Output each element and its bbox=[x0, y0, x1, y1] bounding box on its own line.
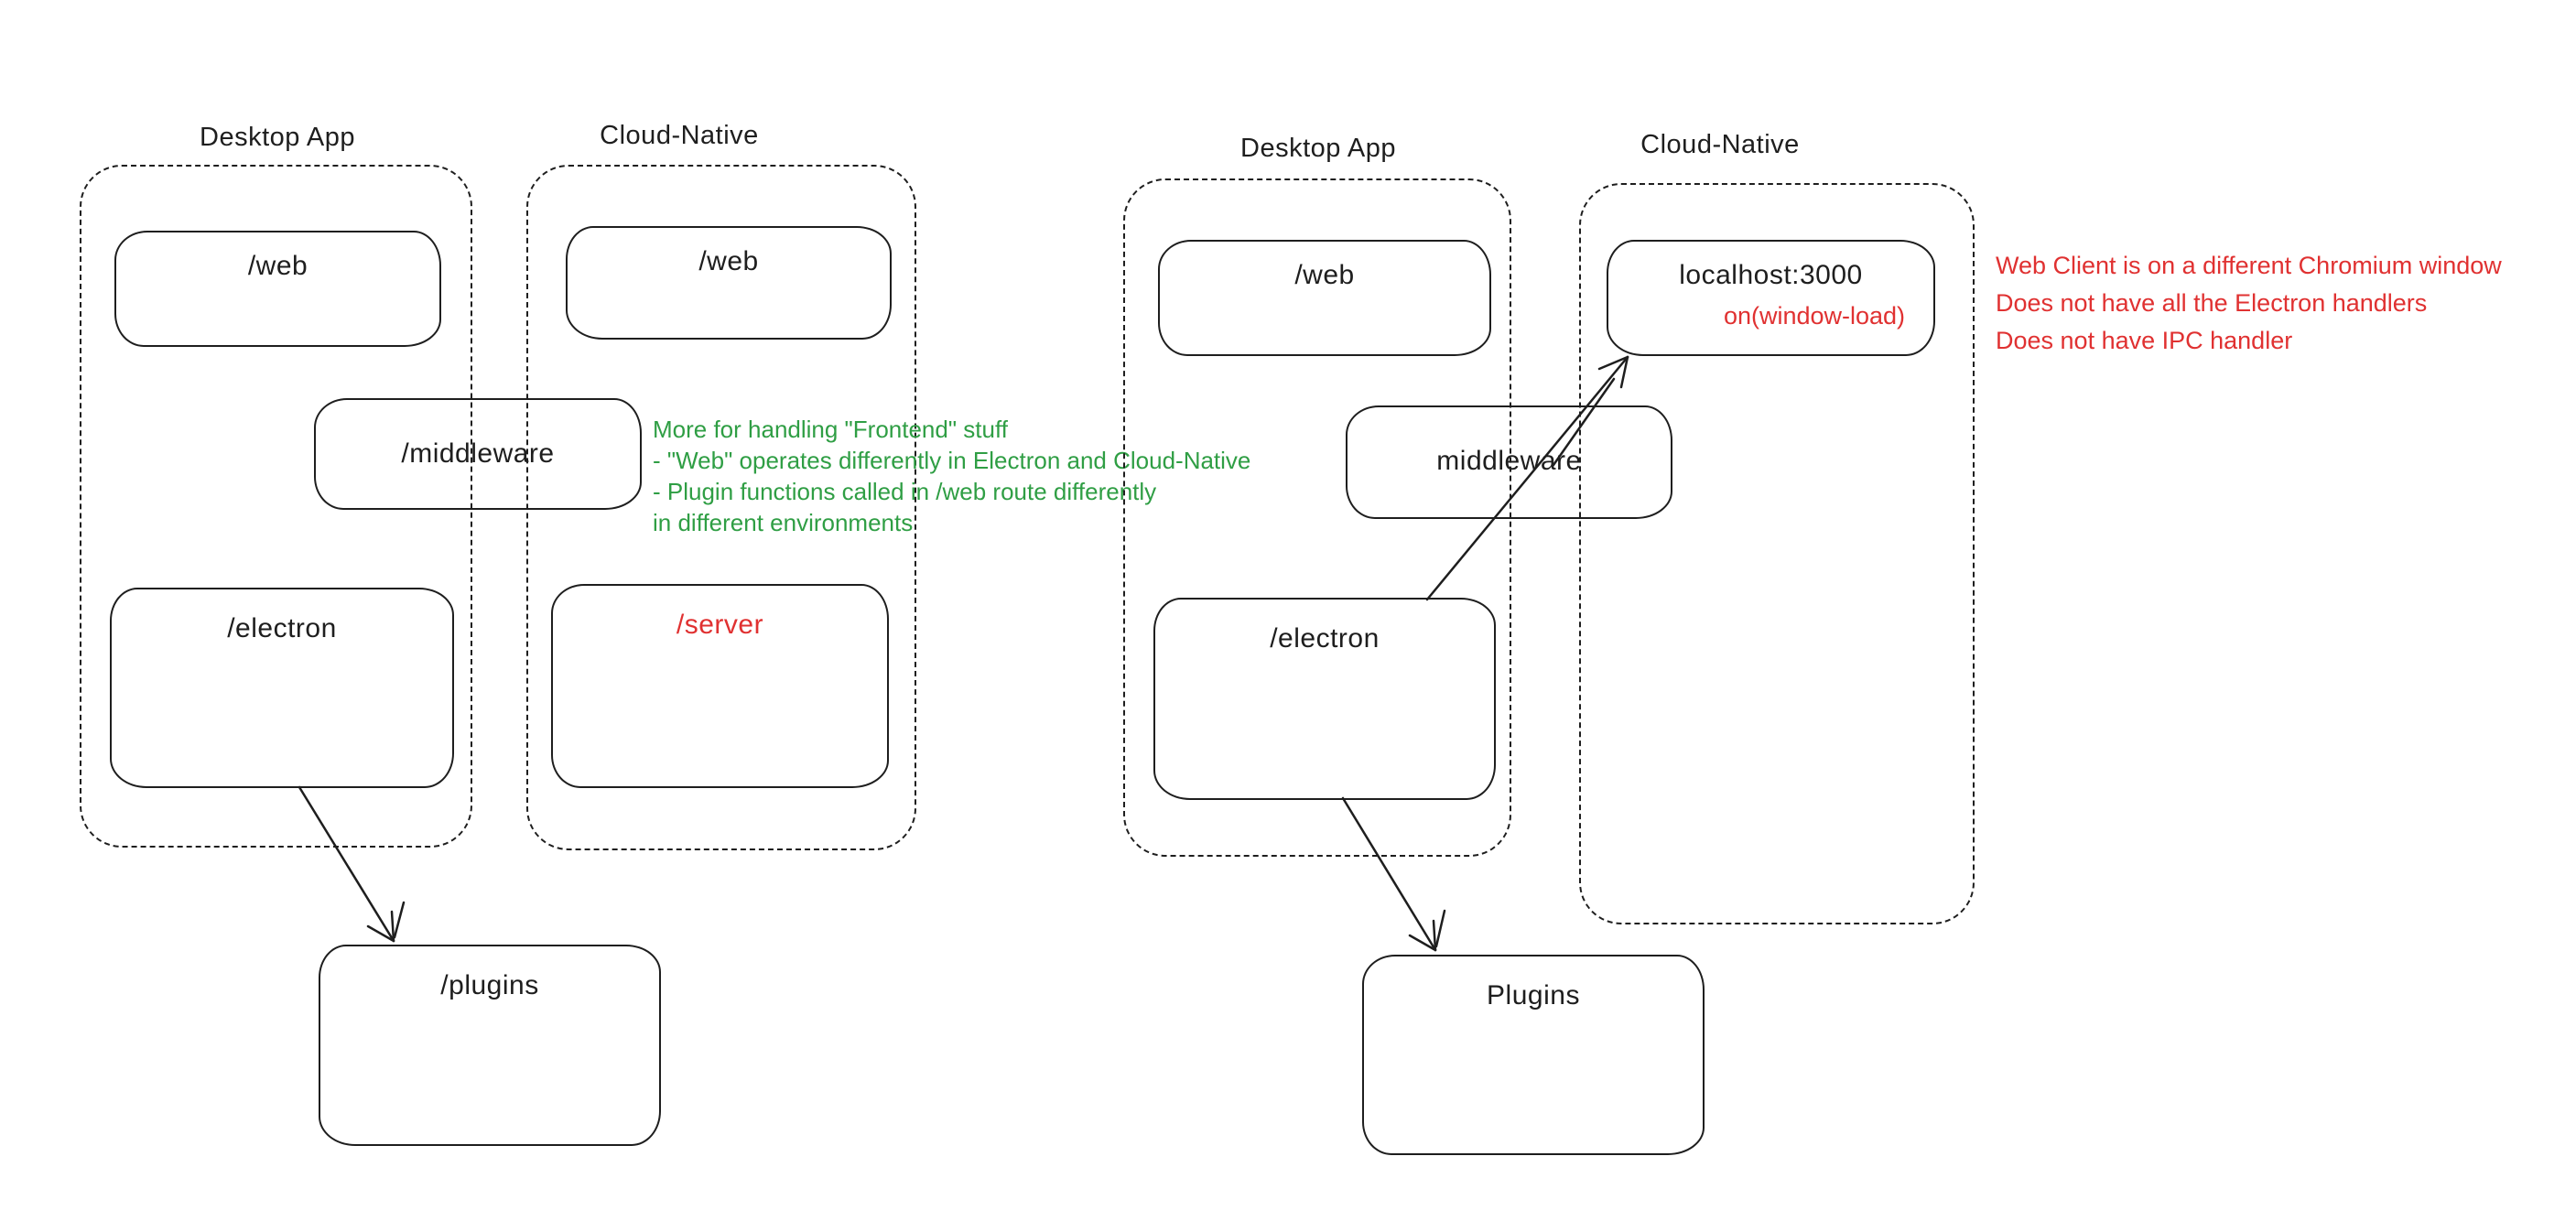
green-note-line-1: More for handling "Frontend" stuff bbox=[653, 416, 1008, 443]
d1-server-label: /server bbox=[676, 610, 764, 640]
red-note-line-1: Web Client is on a different Chromium wi… bbox=[1996, 252, 2502, 279]
d1-plugins-label: /plugins bbox=[440, 970, 539, 1000]
d2-electron-box: /electron bbox=[1153, 598, 1496, 800]
d1-electron-label: /electron bbox=[227, 613, 337, 643]
d2-web-box: /web bbox=[1158, 240, 1491, 356]
green-note-line-2: - "Web" operates differently in Electron… bbox=[653, 447, 1251, 474]
d1-server-box: /server bbox=[551, 584, 889, 788]
d1-web-cloud-box: /web bbox=[566, 226, 892, 340]
d2-middleware-box: middleware bbox=[1346, 405, 1672, 519]
red-note: Web Client is on a different Chromium wi… bbox=[1996, 247, 2563, 360]
d1-middleware-label: /middleware bbox=[401, 438, 555, 469]
d1-web-cloud-label: /web bbox=[698, 246, 759, 276]
d1-desktop-app-label: Desktop App bbox=[200, 123, 355, 152]
d2-middleware-label: middleware bbox=[1436, 446, 1582, 476]
d2-plugins-label: Plugins bbox=[1487, 980, 1580, 1010]
d2-plugins-box: Plugins bbox=[1362, 955, 1705, 1155]
d2-web-label: /web bbox=[1294, 260, 1355, 290]
d1-middleware-box: /middleware bbox=[314, 398, 642, 510]
d1-cloud-native-container bbox=[526, 165, 916, 850]
d1-electron-box: /electron bbox=[110, 588, 454, 788]
d2-cloud-native-label: Cloud-Native bbox=[1640, 130, 1800, 159]
green-note: More for handling "Frontend" stuff - "We… bbox=[653, 414, 1367, 538]
d2-window-load-label: on(window-load) bbox=[1723, 302, 1906, 330]
d1-web-desktop-label: /web bbox=[247, 251, 308, 281]
d1-web-desktop-box: /web bbox=[114, 231, 441, 347]
green-note-line-3: - Plugin functions called in /web route … bbox=[653, 478, 1157, 505]
d1-plugins-box: /plugins bbox=[319, 945, 661, 1146]
d2-localhost-label: localhost:3000 bbox=[1679, 260, 1863, 290]
d1-cloud-native-label: Cloud-Native bbox=[600, 121, 759, 150]
red-note-line-2: Does not have all the Electron handlers bbox=[1996, 289, 2428, 317]
d2-desktop-app-label: Desktop App bbox=[1240, 134, 1396, 163]
green-note-line-4: in different environments bbox=[653, 509, 914, 536]
red-note-line-3: Does not have IPC handler bbox=[1996, 327, 2293, 354]
d1-desktop-app-container bbox=[80, 165, 472, 848]
d2-electron-label: /electron bbox=[1270, 623, 1380, 654]
d2-localhost-box: localhost:3000 on(window-load) bbox=[1607, 240, 1935, 356]
